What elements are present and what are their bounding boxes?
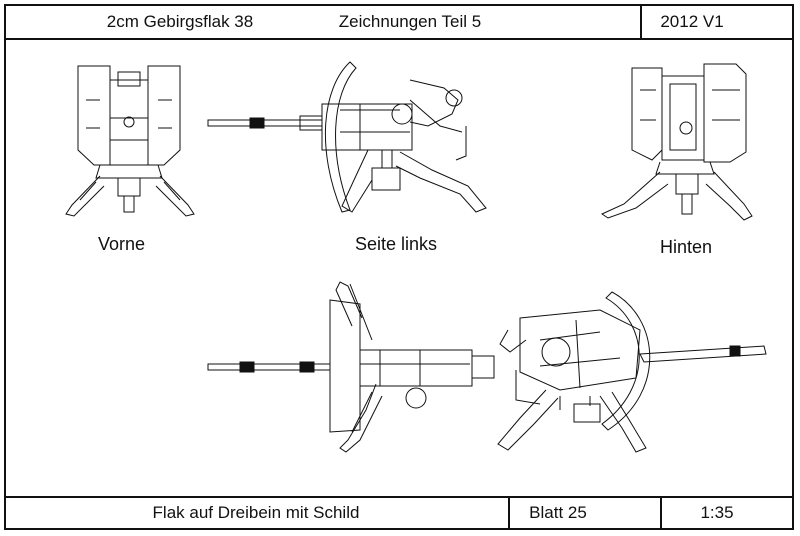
rear-view-drawing: [602, 64, 752, 220]
drawing-scale: 1:35: [700, 503, 734, 522]
header-divider: [4, 38, 794, 40]
caption-left-side-view: Seite links: [355, 234, 438, 254]
drawing-title: 2cm Gebirgsflak 38: [106, 12, 254, 31]
sheet-number: Blatt 25: [529, 503, 587, 522]
top-view-drawing: [208, 282, 494, 452]
caption-rear-view: Hinten: [660, 237, 713, 257]
isometric-view-drawing: [498, 292, 766, 452]
left-side-view-drawing: [208, 62, 486, 212]
front-view-drawing: [66, 66, 194, 216]
drawing-frame: [4, 4, 794, 530]
drawing-description: Flak auf Dreibein mit Schild: [152, 503, 360, 522]
header-cell-divider: [640, 4, 642, 39]
drawing-version: 2012 V1: [660, 12, 724, 31]
footer-cell-divider-2: [660, 496, 662, 530]
caption-front-view: Vorne: [98, 234, 146, 254]
drawing-subtitle: Zeichnungen Teil 5: [338, 12, 482, 31]
footer-divider: [4, 496, 794, 498]
footer-cell-divider-1: [508, 496, 510, 530]
